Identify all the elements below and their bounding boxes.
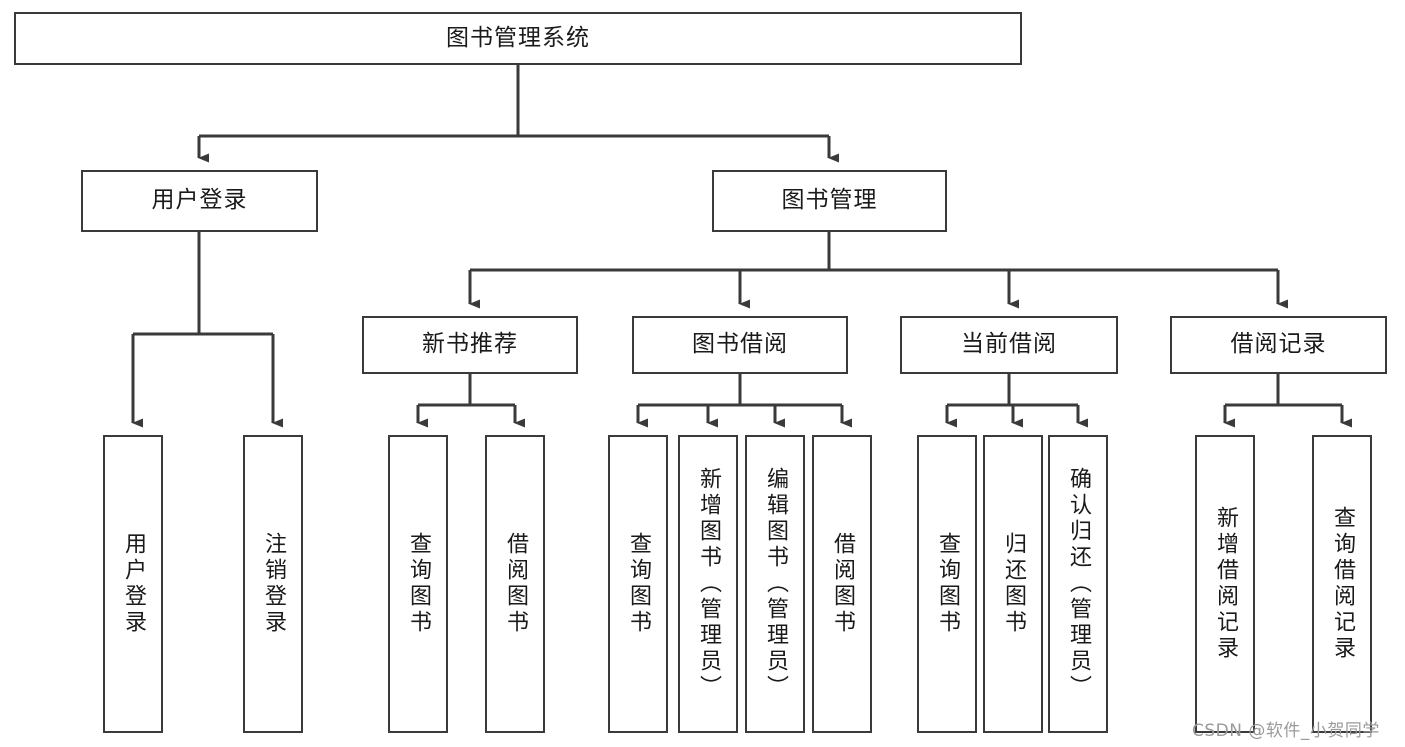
leaf-query-book-borrow[interactable]: 查询图书 (608, 435, 668, 733)
node-new-book-recommend-label: 新书推荐 (422, 331, 518, 358)
watermark: CSDN @软件_小贺同学 (1192, 721, 1380, 741)
leaf-return-book-label: 归还图书 (1001, 532, 1026, 636)
leaf-query-book-recommend-label: 查询图书 (406, 532, 431, 636)
node-book-borrow-label: 图书借阅 (692, 331, 788, 358)
node-current-borrow[interactable]: 当前借阅 (900, 316, 1118, 374)
node-root[interactable]: 图书管理系统 (14, 12, 1022, 65)
leaf-query-book-borrow-label: 查询图书 (626, 532, 651, 636)
leaf-add-book-label: 新增图书（管理员） (696, 467, 721, 701)
node-book-management[interactable]: 图书管理 (712, 170, 947, 232)
node-user-login[interactable]: 用户登录 (81, 170, 318, 232)
leaf-user-login-label: 用户登录 (121, 532, 146, 636)
leaf-user-login[interactable]: 用户登录 (103, 435, 163, 733)
leaf-edit-book-label: 编辑图书（管理员） (763, 467, 788, 701)
node-new-book-recommend[interactable]: 新书推荐 (362, 316, 578, 374)
leaf-add-borrow-record-label: 新增借阅记录 (1213, 506, 1238, 662)
leaf-confirm-return-label: 确认归还（管理员） (1066, 467, 1091, 701)
leaf-logout-label: 注销登录 (261, 532, 286, 636)
node-book-management-label: 图书管理 (781, 187, 878, 214)
leaf-logout[interactable]: 注销登录 (243, 435, 303, 733)
leaf-borrow-book-recommend-label: 借阅图书 (503, 532, 528, 636)
node-book-borrow[interactable]: 图书借阅 (632, 316, 848, 374)
node-borrow-record-label: 借阅记录 (1230, 331, 1327, 358)
leaf-borrow-book[interactable]: 借阅图书 (812, 435, 872, 733)
node-borrow-record[interactable]: 借阅记录 (1170, 316, 1387, 374)
leaf-add-book[interactable]: 新增图书（管理员） (678, 435, 738, 733)
leaf-query-book-recommend[interactable]: 查询图书 (388, 435, 448, 733)
leaf-edit-book[interactable]: 编辑图书（管理员） (745, 435, 805, 733)
leaf-borrow-book-recommend[interactable]: 借阅图书 (485, 435, 545, 733)
leaf-query-book-current[interactable]: 查询图书 (917, 435, 977, 733)
leaf-add-borrow-record[interactable]: 新增借阅记录 (1195, 435, 1255, 733)
node-current-borrow-label: 当前借阅 (961, 331, 1057, 358)
leaf-query-borrow-record[interactable]: 查询借阅记录 (1312, 435, 1372, 733)
leaf-query-borrow-record-label: 查询借阅记录 (1330, 506, 1355, 662)
leaf-return-book[interactable]: 归还图书 (983, 435, 1043, 733)
node-user-login-label: 用户登录 (151, 187, 248, 214)
leaf-confirm-return[interactable]: 确认归还（管理员） (1048, 435, 1108, 733)
leaf-borrow-book-label: 借阅图书 (830, 532, 855, 636)
leaf-query-book-current-label: 查询图书 (935, 532, 960, 636)
node-root-label: 图书管理系统 (446, 24, 590, 51)
